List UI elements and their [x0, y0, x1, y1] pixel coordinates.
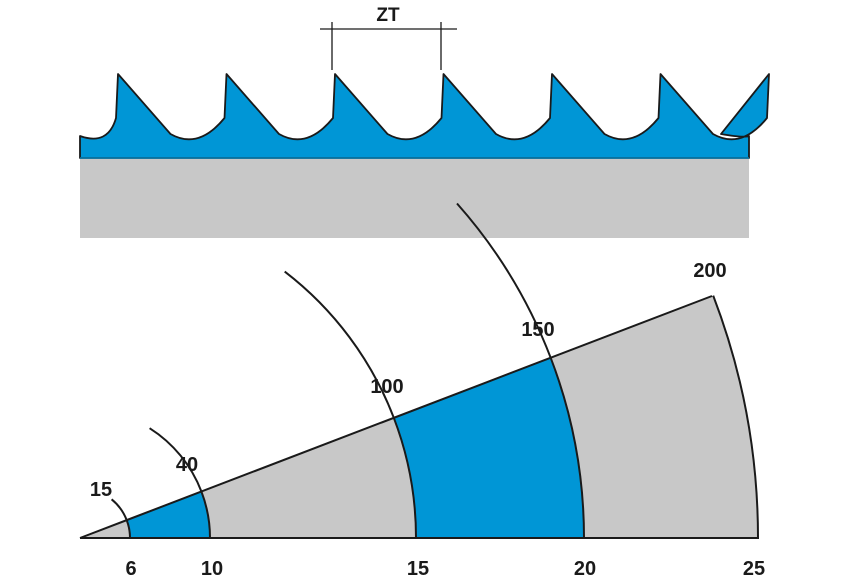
blade-body: [80, 158, 749, 238]
arc-100: [284, 270, 418, 539]
arc-15: [110, 498, 132, 539]
arc-40: [149, 427, 211, 539]
wedge-band-3: [201, 417, 417, 538]
scale-label-15: 15: [407, 558, 429, 580]
arc-label-15: 15: [90, 479, 112, 501]
pitch-selector-wedge: [79, 202, 759, 539]
wedge-band-2: [126, 491, 210, 538]
scale-label-20: 20: [574, 558, 596, 580]
wedge-band-5: [550, 295, 758, 538]
pitch-label: ZT: [376, 5, 400, 26]
arc-200: [712, 295, 759, 539]
arc-label-100: 100: [370, 376, 403, 398]
arc-label-40: 40: [176, 454, 198, 476]
pitch-dimension: ZT: [320, 5, 457, 70]
saw-blade: [79, 73, 770, 238]
scale-label-6: 6: [125, 558, 136, 580]
arc-label-150: 150: [521, 319, 554, 341]
arc-150: [456, 202, 585, 539]
scale-label-25: 25: [743, 558, 765, 580]
arc-label-200: 200: [693, 260, 726, 282]
wedge-upper-edge: [79, 295, 713, 539]
scale-label-10: 10: [201, 558, 223, 580]
blade-teeth: [79, 73, 770, 159]
bottom-scale: 6 10 15 20 25: [125, 558, 765, 580]
wedge-band-4: [393, 357, 584, 538]
arc-labels: 15 40 100 150 200: [90, 260, 727, 501]
